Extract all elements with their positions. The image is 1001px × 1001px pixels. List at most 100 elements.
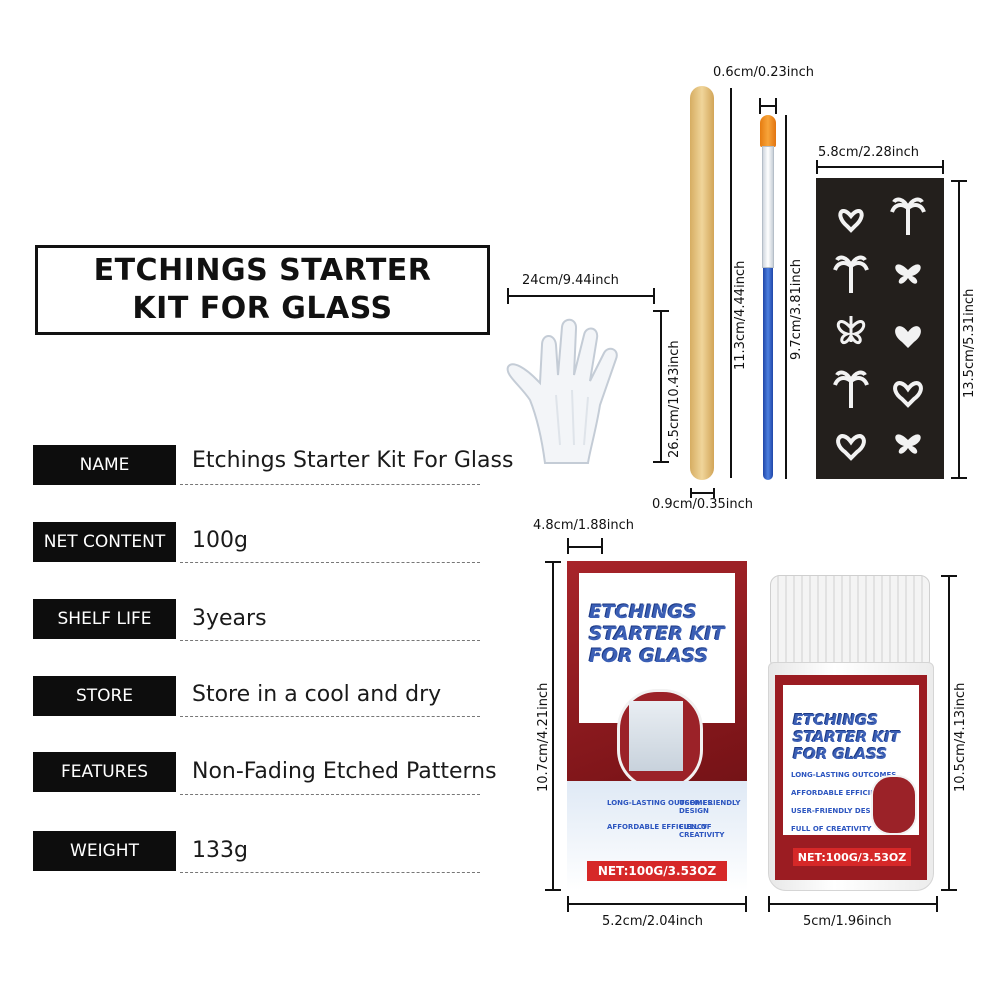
box-feature-2: USER-FRIENDLY DESIGN	[679, 799, 741, 815]
stick-height-line	[730, 88, 732, 478]
spec-label-weight: WEIGHT	[33, 831, 176, 871]
stencil-sheet	[816, 178, 944, 479]
stick-width-line	[690, 492, 715, 494]
brush-width-line	[759, 105, 777, 107]
brush-width-label: 0.6cm/0.23inch	[713, 65, 815, 80]
box-height-label: 10.7cm/4.21inch	[536, 682, 551, 792]
glove-image	[506, 318, 618, 464]
box-feature-1: LONG-LASTING OUTCOMES	[607, 799, 713, 807]
jar-feature-2: AFFORDABLE EFFICIENCY	[791, 789, 892, 797]
heart-icon	[893, 381, 923, 408]
jar-title-line-3: FOR GLASS	[793, 745, 888, 763]
stencil-height-line	[958, 180, 960, 478]
jar-cap	[770, 575, 930, 665]
jar-image: ETCHINGS STARTER KIT FOR GLASS LONG-LAST…	[768, 662, 934, 891]
glass-photo	[871, 775, 917, 835]
jar-feature-1: LONG-LASTING OUTCOMES	[791, 771, 897, 779]
stencil-patterns	[833, 197, 926, 461]
heart-icon	[838, 209, 864, 233]
dim-tick	[507, 288, 509, 304]
glove-height-label: 26.5cm/10.43inch	[667, 340, 682, 458]
brush-height-label: 9.7cm/3.81inch	[789, 258, 804, 360]
dim-tick	[653, 461, 669, 463]
jar-height-label: 10.5cm/4.13inch	[953, 682, 968, 792]
heart-icon	[836, 434, 866, 461]
spec-divider	[180, 640, 480, 641]
dim-tick	[768, 896, 770, 912]
dim-tick	[941, 575, 957, 577]
box-title-line-2: STARTER KIT	[589, 623, 725, 645]
dim-tick	[601, 538, 603, 554]
dim-tick	[567, 538, 569, 554]
jar-feature-3: USER-FRIENDLY DESIGN	[791, 807, 885, 815]
spec-divider	[180, 562, 480, 563]
spec-divider	[180, 794, 480, 795]
spec-value-name: Etchings Starter Kit For Glass	[192, 448, 514, 473]
brush-bristles	[760, 115, 776, 147]
butterfly-icon	[895, 260, 921, 284]
dim-tick	[653, 288, 655, 304]
stencil-width-line	[816, 166, 944, 168]
box-height-line	[552, 561, 554, 891]
box-net-weight: NET:100G/3.53OZ	[587, 861, 727, 881]
spec-value-weight: 133g	[192, 838, 248, 863]
glove-width-label: 24cm/9.44inch	[522, 273, 619, 288]
box-depth-line	[567, 546, 603, 548]
jar-height-line	[948, 575, 950, 891]
dim-tick	[745, 896, 747, 912]
stick-width-label: 0.9cm/0.35inch	[652, 497, 754, 512]
spec-label-store: STORE	[33, 676, 176, 716]
spec-divider	[180, 716, 480, 717]
glove-width-line	[507, 295, 655, 297]
dim-tick	[653, 310, 669, 312]
dim-tick	[816, 160, 818, 174]
title-line-2: KIT FOR GLASS	[132, 291, 393, 326]
dim-tick	[936, 896, 938, 912]
box-depth-label: 4.8cm/1.88inch	[533, 518, 635, 533]
spec-value-net-content: 100g	[192, 528, 248, 553]
butterfly-icon	[836, 316, 866, 345]
dim-tick	[951, 477, 967, 479]
title-line-1: ETCHINGS STARTER	[93, 253, 432, 288]
spec-label-features: FEATURES	[33, 752, 176, 792]
spec-label-name: NAME	[33, 445, 176, 485]
spec-label-shelf-life: SHELF LIFE	[33, 599, 176, 639]
dim-tick	[545, 561, 561, 563]
heart-icon	[895, 326, 921, 348]
brush-height-line	[785, 115, 787, 479]
box-feature-4: FULL OF CREATIVITY	[679, 823, 725, 839]
etched-glass-icon	[629, 701, 683, 771]
box-title-line-1: ETCHINGS	[589, 601, 698, 623]
brush-handle	[763, 268, 773, 480]
jar-title-line-1: ETCHINGS	[793, 711, 879, 729]
spec-label-net-content: NET CONTENT	[33, 522, 176, 562]
box-title-line-3: FOR GLASS	[589, 645, 709, 667]
box-feature-3: AFFORDABLE EFFICIENCY	[607, 823, 708, 831]
spec-divider	[180, 484, 480, 485]
dim-tick	[942, 160, 944, 174]
box-width-label: 5.2cm/2.04inch	[602, 914, 704, 929]
glove-height-line	[660, 310, 662, 462]
jar-title-line-2: STARTER KIT	[793, 728, 901, 746]
jar-width-line	[768, 903, 938, 905]
box-width-line	[567, 903, 747, 905]
jar-label: ETCHINGS STARTER KIT FOR GLASS LONG-LAST…	[775, 675, 927, 880]
butterfly-icon	[895, 430, 921, 454]
palm-tree-icon	[890, 197, 926, 235]
stencil-height-label: 13.5cm/5.31inch	[962, 288, 977, 398]
palm-tree-icon	[833, 370, 869, 408]
dim-tick	[951, 180, 967, 182]
jar-width-label: 5cm/1.96inch	[803, 914, 892, 929]
spec-value-shelf-life: 3years	[192, 606, 267, 631]
wooden-stick-image	[690, 86, 714, 480]
dim-tick	[941, 889, 957, 891]
stick-height-label: 11.3cm/4.44inch	[733, 260, 748, 370]
palm-tree-icon	[833, 255, 869, 293]
title-box: ETCHINGS STARTER KIT FOR GLASS	[35, 245, 490, 335]
kit-box-image: ETCHINGS STARTER KIT FOR GLASS LONG-LAST…	[567, 561, 747, 891]
spec-value-features: Non-Fading Etched Patterns	[192, 759, 497, 784]
brush-ferrule	[762, 146, 774, 268]
dim-tick	[545, 889, 561, 891]
stencil-width-label: 5.8cm/2.28inch	[818, 145, 920, 160]
jar-feature-4: FULL OF CREATIVITY	[791, 825, 872, 833]
